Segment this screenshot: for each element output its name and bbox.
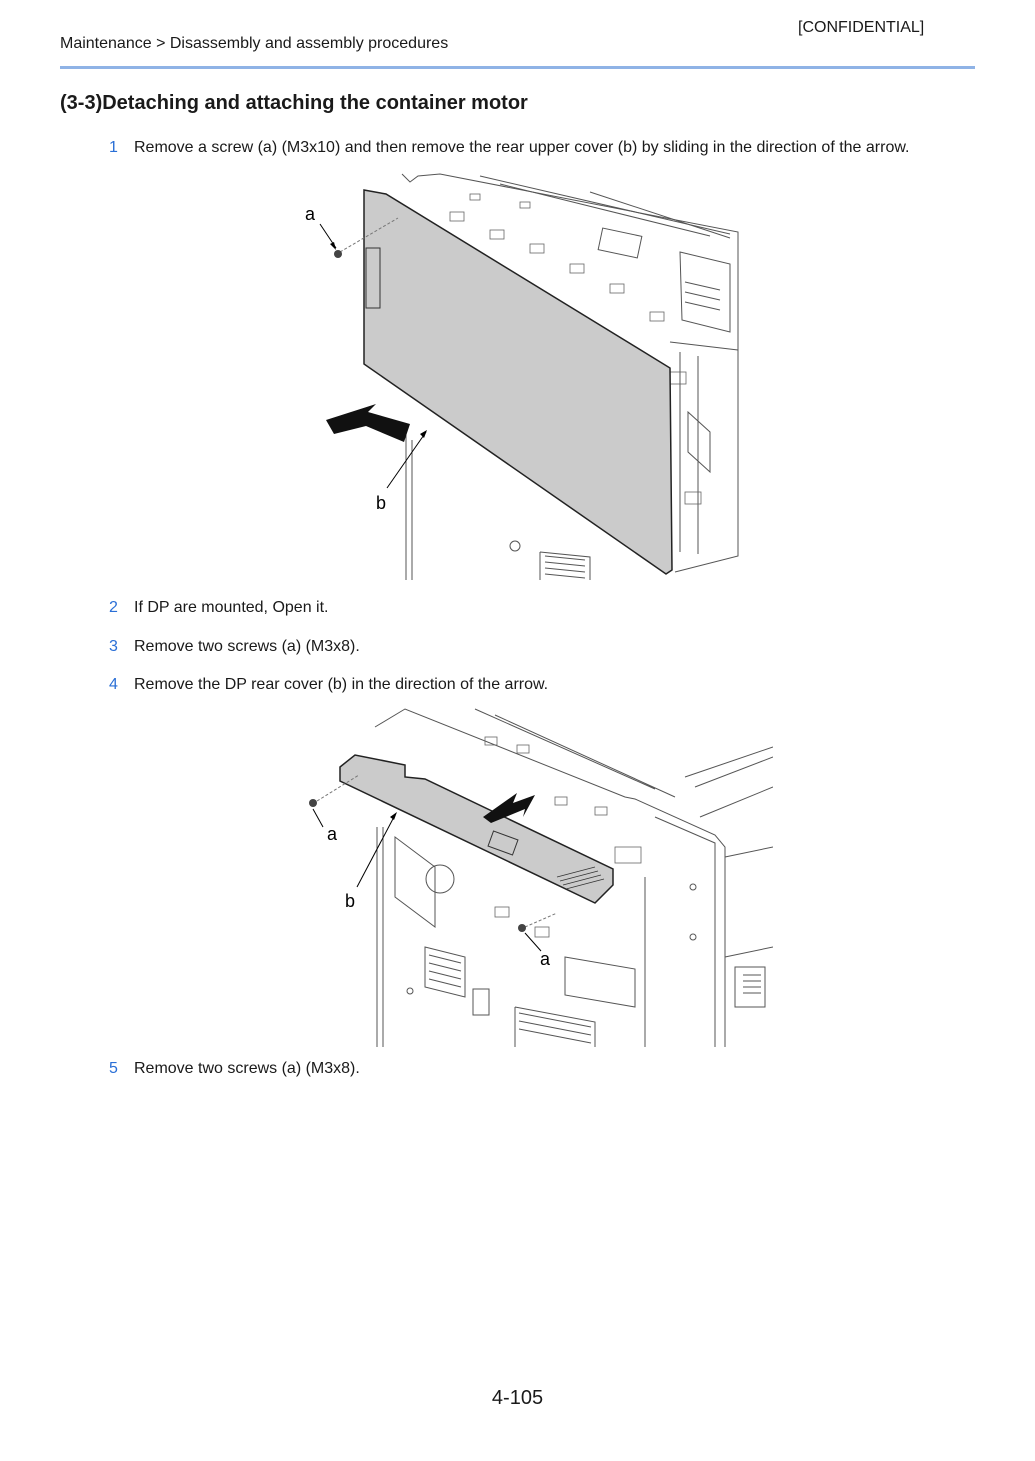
machine-frame-lines <box>374 708 773 1047</box>
page-number: 4-105 <box>491 1387 544 1409</box>
machine-detail-marks <box>449 193 702 505</box>
leader-line-b <box>386 431 427 489</box>
screw-a-icon <box>334 250 342 258</box>
cover-vent-marks <box>556 866 605 890</box>
label-b: b <box>376 493 386 513</box>
step-number: 2 <box>109 599 118 616</box>
figure-rear-upper-cover: a b <box>305 173 739 580</box>
label-b: b <box>345 891 355 911</box>
screw-guide-line-right <box>524 912 558 928</box>
leader-line-a-left <box>312 808 324 828</box>
header-rule <box>60 66 975 69</box>
figure-dp-rear-cover: a b a <box>309 708 773 1047</box>
step-number: 1 <box>109 139 118 156</box>
confidential-label: [CONFIDENTIAL] <box>798 19 925 36</box>
rear-upper-cover <box>363 189 673 575</box>
leader-line-a-right <box>524 932 542 952</box>
step-text: Remove a screw (a) (M3x10) and then remo… <box>134 139 910 156</box>
leader-arrowhead-b <box>420 430 427 438</box>
step-text: Remove two screws (a) (M3x8). <box>134 1060 360 1077</box>
slide-arrow-icon <box>326 404 410 442</box>
leader-arrowhead-a <box>330 242 336 250</box>
label-a: a <box>305 204 316 224</box>
screw-guide-line-left <box>316 774 360 802</box>
remove-arrow-icon <box>483 793 535 823</box>
step-number: 4 <box>109 676 118 693</box>
label-a-left: a <box>327 824 338 844</box>
screw-guide-line <box>339 217 399 253</box>
machine-detail-marks <box>484 736 642 938</box>
breadcrumb: Maintenance > Disassembly and assembly p… <box>60 35 449 52</box>
step-text: Remove two screws (a) (M3x8). <box>134 638 360 655</box>
machine-frame-lines <box>401 173 739 580</box>
leader-line-b <box>356 814 396 888</box>
step-number: 5 <box>109 1060 118 1077</box>
cover-label-slot <box>487 830 519 856</box>
label-a-right: a <box>540 949 551 969</box>
section-title: (3-3)Detaching and attaching the contain… <box>60 92 528 114</box>
screw-a-right-icon <box>518 924 526 932</box>
dp-rear-cover <box>339 754 614 904</box>
cover-label-slot <box>365 247 381 309</box>
step-number: 3 <box>109 638 118 655</box>
step-text: Remove the DP rear cover (b) in the dire… <box>134 676 549 693</box>
screw-a-left-icon <box>309 799 317 807</box>
leader-arrowhead-b <box>390 812 397 820</box>
step-text: If DP are mounted, Open it. <box>134 599 329 616</box>
